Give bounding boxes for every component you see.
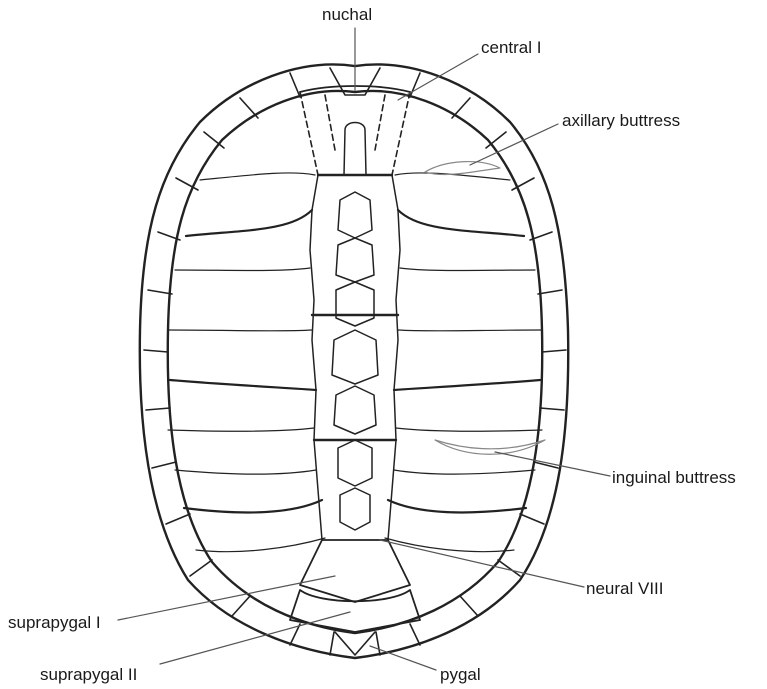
label-nuchal: nuchal [322,6,372,23]
inguinal-buttress-outline [435,440,545,454]
costal-borders [170,210,540,513]
pleural-lines [168,173,542,552]
label-pygal: pygal [440,666,481,683]
label-suprapygal-ii: suprapygal II [40,666,137,683]
central-i-region [300,92,410,175]
suprapygal-region [290,540,420,655]
label-neural-viii: neural VIII [586,580,664,597]
label-inguinal-buttress: inguinal buttress [612,469,736,486]
neural-series [310,123,400,541]
leader-lines [118,28,610,670]
axillary-buttress-outline [425,162,500,175]
label-central-i: central I [481,39,541,56]
label-suprapygal-i: suprapygal I [8,614,101,631]
label-axillary-buttress: axillary buttress [562,112,680,129]
